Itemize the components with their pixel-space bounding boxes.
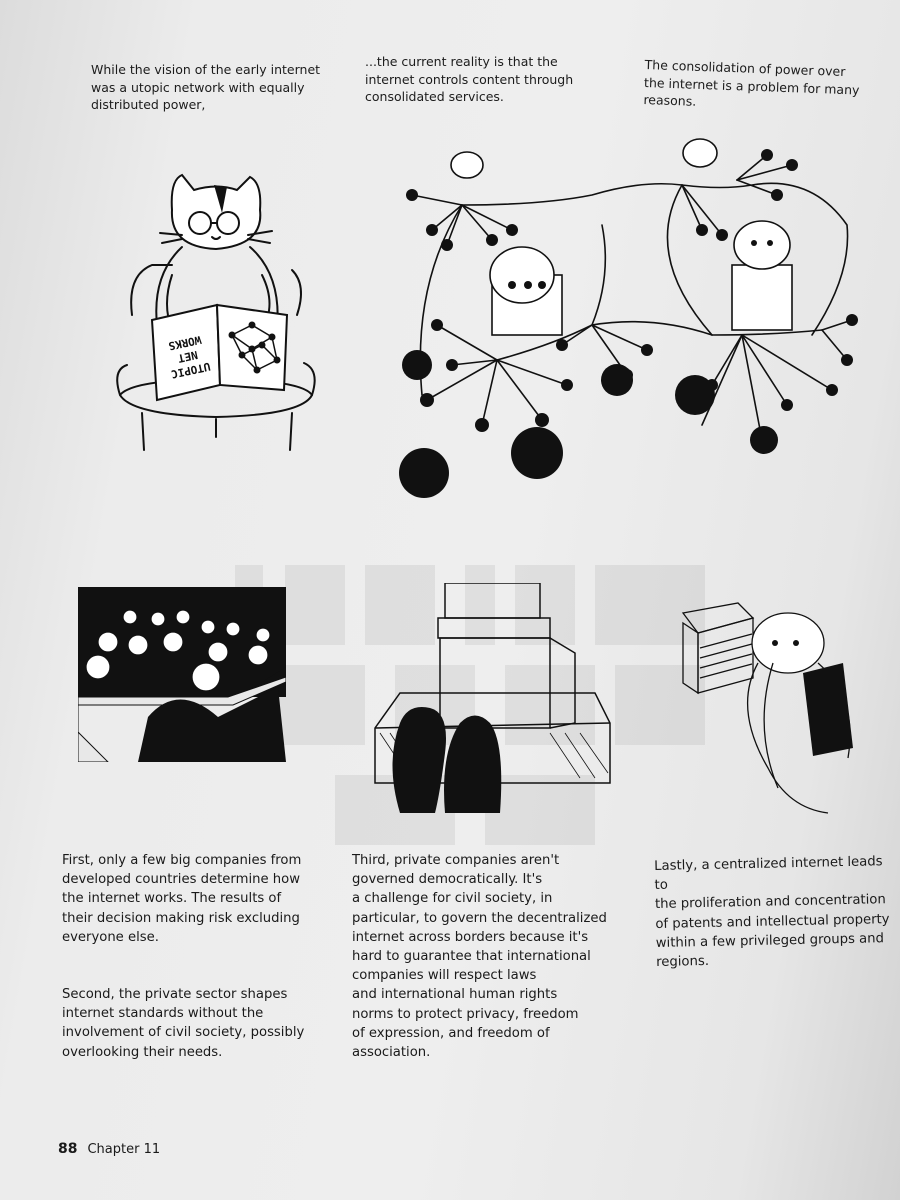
caption-consolidation: The consolidation of power over the inte… [643, 56, 860, 109]
caption-current-reality: ...the current reality is that the inter… [365, 54, 574, 104]
data-center-illustration [370, 583, 615, 813]
chapter-label: Chapter 11 [87, 1142, 161, 1157]
cat-reading-illustration: UTOPIC NET WORKS [112, 165, 320, 455]
auditorium-illustration [78, 587, 286, 762]
paragraph-last: Lastly, a centralized internet leads to … [654, 854, 890, 970]
centralized-network-illustration [392, 135, 867, 500]
paragraph-second: Second, the private sector shapes intern… [62, 987, 305, 1060]
paragraph-third: Third, private companies aren't governed… [352, 853, 607, 1061]
paragraph-first: First, only a few big companies from dev… [62, 853, 302, 945]
page-footer: 88 Chapter 11 [58, 1141, 160, 1157]
page-number: 88 [58, 1141, 78, 1157]
patents-spider-illustration [678, 588, 878, 820]
caption-early-internet: While the vision of the early internet w… [91, 62, 321, 112]
book-cover-net: NET [176, 348, 199, 365]
